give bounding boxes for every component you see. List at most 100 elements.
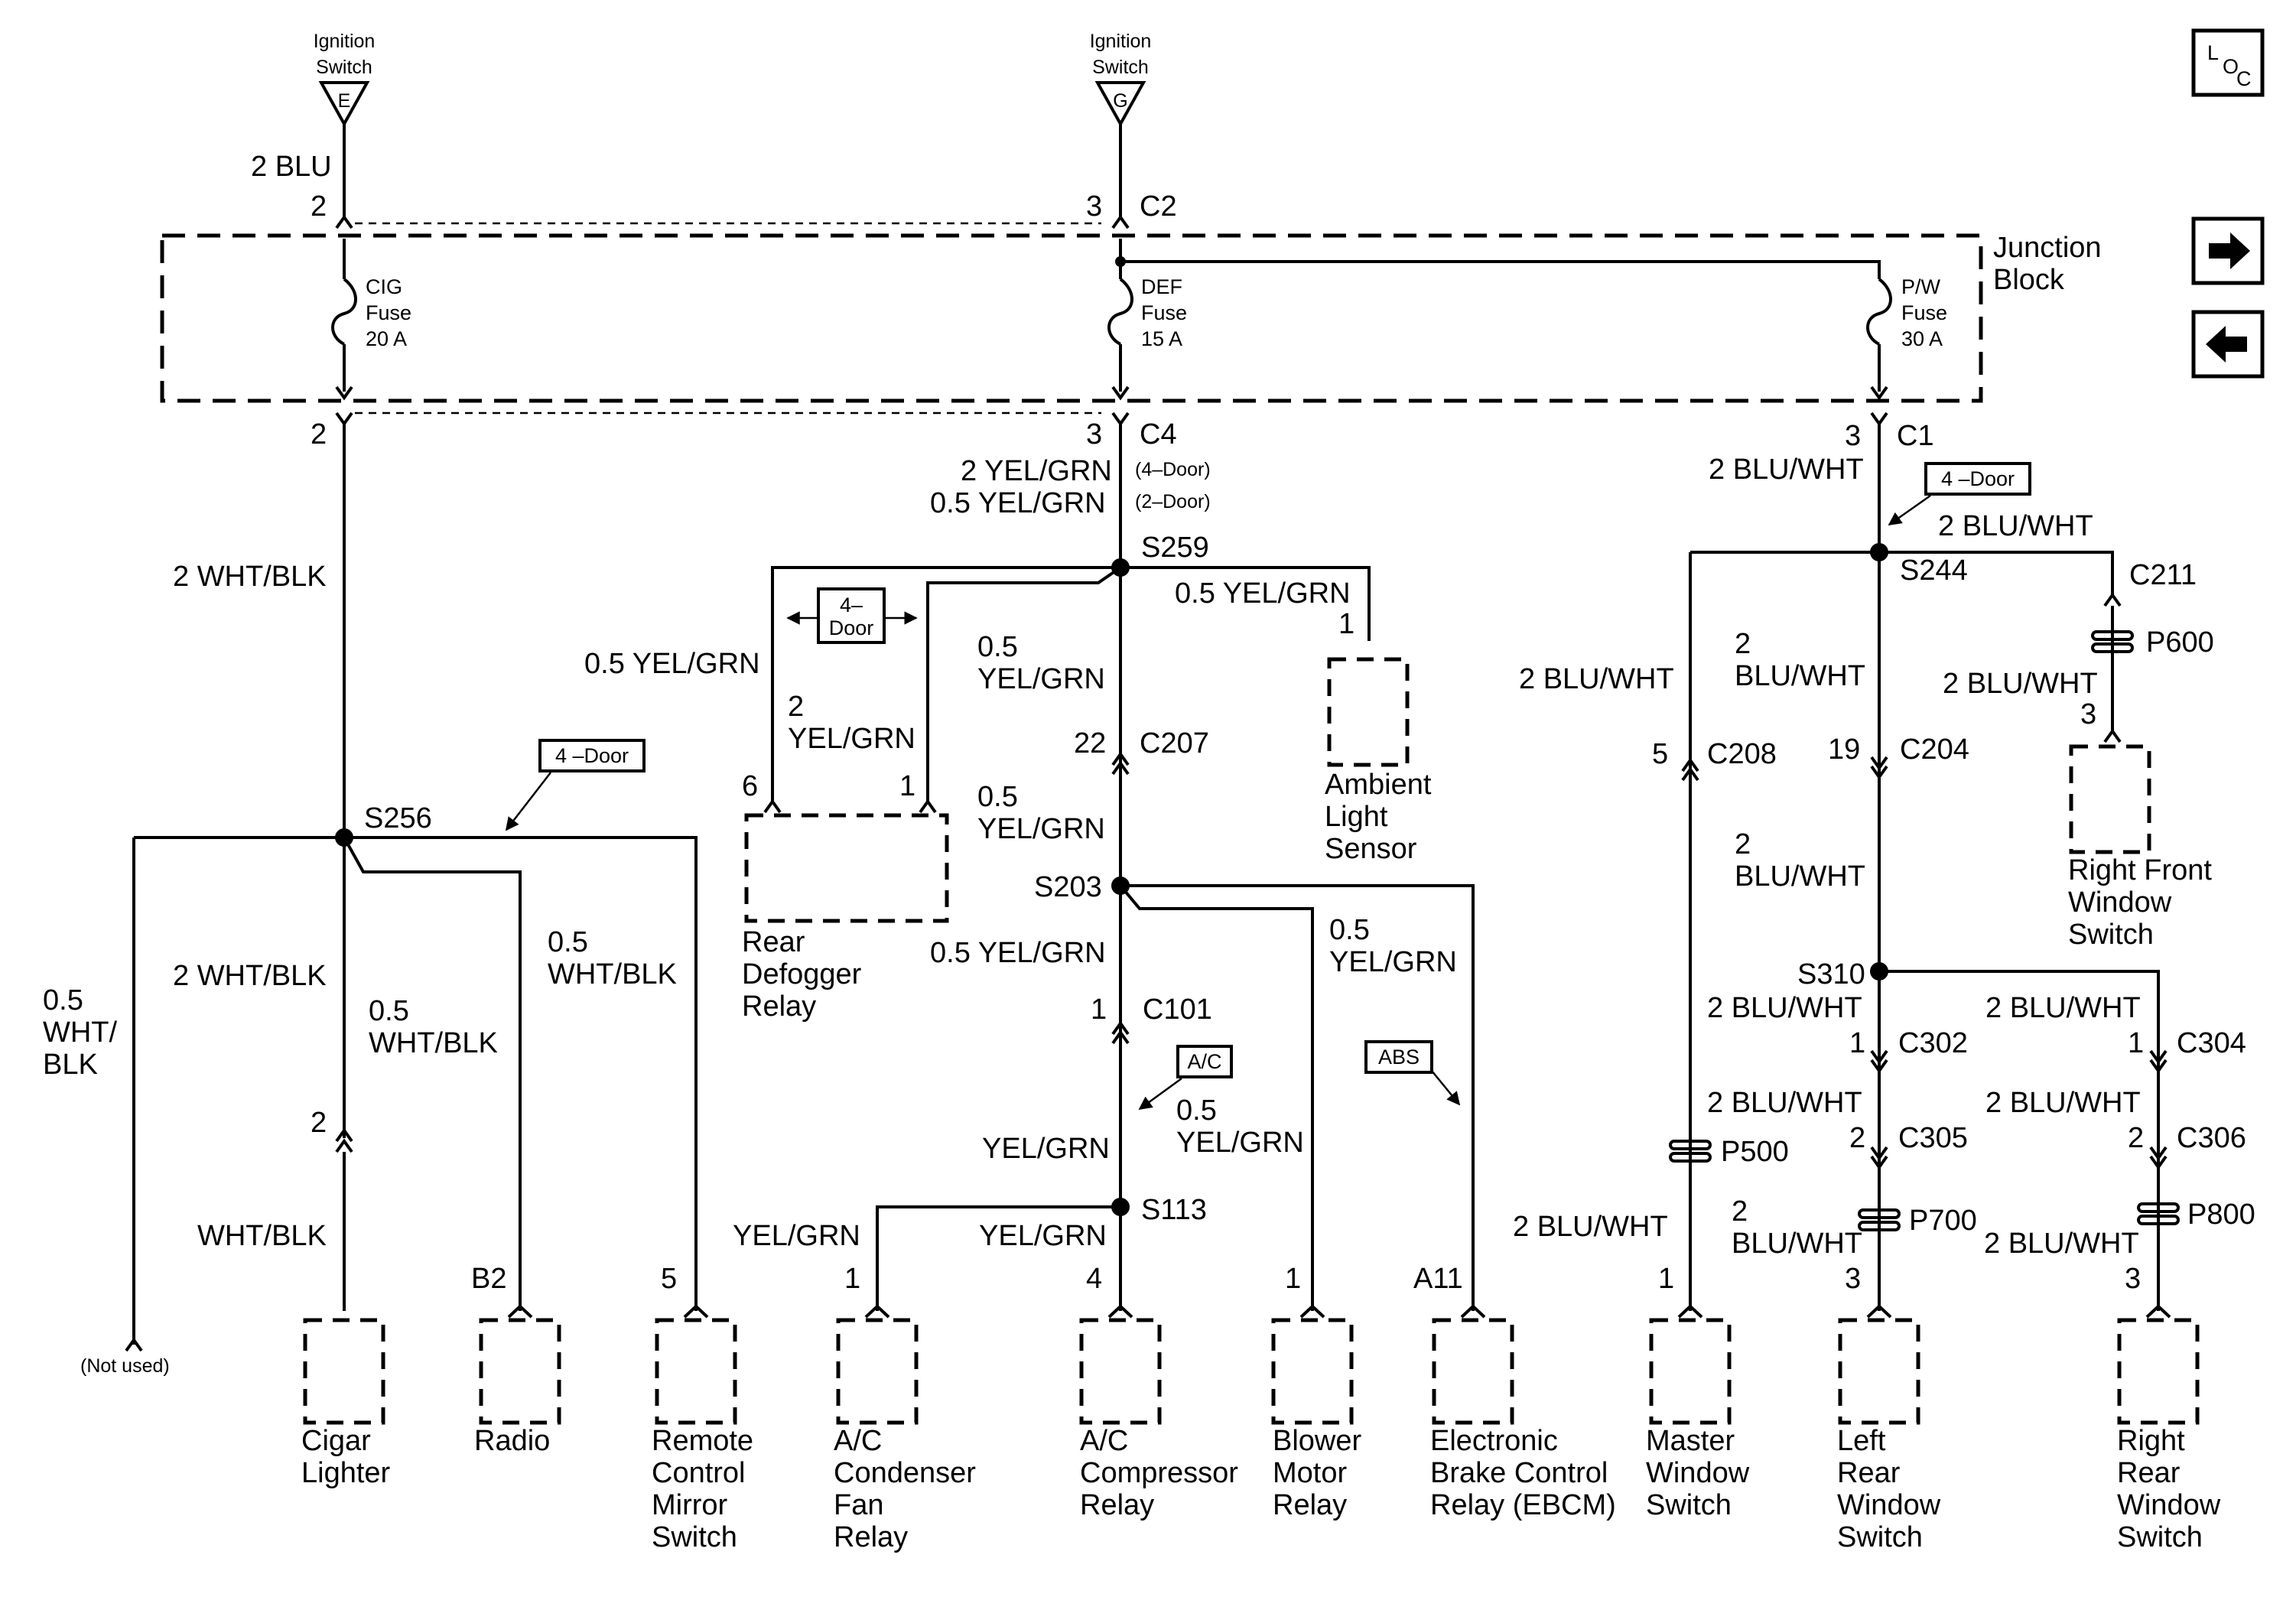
svg-text:3: 3 — [1845, 1263, 1861, 1295]
svg-text:1: 1 — [1338, 608, 1355, 640]
svg-text:Switch: Switch — [2068, 919, 2154, 951]
source-triangle-icon — [1094, 81, 1146, 128]
svg-text:5: 5 — [661, 1263, 677, 1295]
svg-text:Blower: Blower — [1273, 1425, 1361, 1457]
svg-text:1: 1 — [1658, 1263, 1674, 1295]
svg-text:C211: C211 — [2129, 559, 2197, 591]
svg-text:P500: P500 — [1721, 1136, 1789, 1168]
svg-text:P/W: P/W — [1901, 275, 1941, 298]
pin-label: 3 — [1086, 418, 1102, 450]
svg-text:5: 5 — [1652, 738, 1668, 770]
svg-text:G: G — [1113, 90, 1127, 112]
next-page-arrow-icon[interactable] — [2191, 216, 2265, 285]
connector-c4: C4 — [1140, 418, 1177, 450]
component-ac-compressor-relay: A/C Compressor Relay — [1079, 1318, 1238, 1521]
cig-fuse: CIG Fuse 20 A — [331, 275, 411, 392]
option-4door-tag: 4 –Door — [505, 739, 646, 831]
previous-page-arrow-icon[interactable] — [2191, 310, 2265, 379]
svg-text:2: 2 — [2128, 1122, 2144, 1154]
svg-text:0.5: 0.5 — [548, 926, 588, 958]
option-abs-tag: ABS — [1364, 1040, 1461, 1106]
svg-text:Electronic: Electronic — [1430, 1425, 1558, 1457]
connector-arrow-icon — [2103, 728, 2122, 743]
loc-letter-o: O — [2223, 55, 2239, 78]
svg-text:P700: P700 — [1909, 1205, 1977, 1237]
svg-text:2 BLU/WHT: 2 BLU/WHT — [1513, 1211, 1668, 1243]
svg-text:2: 2 — [1849, 1122, 1865, 1154]
svg-text:3: 3 — [2125, 1263, 2141, 1295]
connector-arrow-icon — [2149, 1146, 2168, 1161]
svg-text:Relay: Relay — [1273, 1489, 1347, 1521]
svg-text:YEL/GRN: YEL/GRN — [1329, 946, 1457, 978]
p600-connector — [2091, 630, 2134, 641]
svg-text:Mirror: Mirror — [652, 1489, 728, 1521]
connector-arrow-icon — [1111, 1020, 1130, 1036]
svg-text:YEL/GRN: YEL/GRN — [982, 1133, 1110, 1165]
svg-text:Junction: Junction — [1993, 232, 2102, 264]
fuse-icon — [1866, 278, 1892, 346]
svg-text:Lighter: Lighter — [301, 1457, 391, 1489]
svg-text:2 YEL/GRN: 2 YEL/GRN — [961, 455, 1112, 487]
svg-text:C101: C101 — [1143, 994, 1212, 1026]
connector-arrow-icon — [763, 798, 782, 814]
svg-text:Window: Window — [1646, 1457, 1750, 1489]
svg-text:Condenser: Condenser — [834, 1457, 976, 1489]
svg-text:E: E — [338, 90, 351, 112]
svg-text:P600: P600 — [2146, 626, 2214, 659]
svg-text:3: 3 — [2080, 698, 2096, 730]
svg-text:A/C: A/C — [834, 1425, 882, 1457]
svg-text:1: 1 — [2128, 1027, 2144, 1059]
svg-text:2 BLU/WHT: 2 BLU/WHT — [1519, 663, 1674, 695]
component-left-rear-window-switch: Left Rear Window Switch — [1837, 1318, 1941, 1553]
svg-text:0.5: 0.5 — [369, 995, 409, 1027]
svg-text:0.5: 0.5 — [43, 984, 83, 1016]
svg-text:2 BLU/WHT: 2 BLU/WHT — [1707, 992, 1862, 1024]
svg-text:Fuse: Fuse — [1141, 301, 1187, 324]
svg-text:22: 22 — [1074, 727, 1106, 759]
connector-arrow-icon — [1870, 756, 1888, 771]
svg-text:6: 6 — [742, 770, 758, 802]
svg-text:1: 1 — [1091, 994, 1107, 1026]
svg-text:BLU/WHT: BLU/WHT — [1735, 860, 1865, 893]
location-icon-button[interactable]: L O C — [2191, 28, 2265, 97]
svg-text:Ambient: Ambient — [1325, 769, 1432, 801]
svg-text:2 BLU/WHT: 2 BLU/WHT — [1938, 510, 2093, 542]
connector-arrow-icon — [1111, 751, 1130, 766]
svg-text:Fuse: Fuse — [366, 301, 411, 324]
svg-text:YEL/GRN: YEL/GRN — [979, 1220, 1107, 1252]
option-ac-tag: A/C — [1138, 1045, 1233, 1111]
svg-text:S259: S259 — [1141, 532, 1209, 564]
loc-letter-c: C — [2236, 67, 2252, 90]
svg-text:Right: Right — [2117, 1425, 2185, 1457]
svg-text:YEL/GRN: YEL/GRN — [788, 723, 915, 755]
svg-text:(2–Door): (2–Door) — [1135, 491, 1211, 512]
svg-text:BLK: BLK — [43, 1049, 98, 1081]
svg-text:0.5 YEL/GRN: 0.5 YEL/GRN — [1175, 577, 1351, 610]
svg-text:Relay (EBCM): Relay (EBCM) — [1430, 1489, 1616, 1521]
svg-text:S113: S113 — [1141, 1194, 1207, 1226]
component-connector-arrows — [507, 1304, 2171, 1319]
p500-connector — [1669, 1140, 1712, 1150]
svg-text:Switch: Switch — [1837, 1521, 1923, 1553]
ignition-switch-g: Ignition Switch G — [1090, 31, 1151, 128]
svg-text:1: 1 — [1285, 1263, 1301, 1295]
fuse-icon — [1107, 278, 1133, 346]
svg-text:BLU/WHT: BLU/WHT — [1735, 660, 1865, 692]
svg-text:(4–Door): (4–Door) — [1135, 459, 1211, 480]
svg-text:Master: Master — [1646, 1425, 1735, 1457]
svg-text:C305: C305 — [1898, 1122, 1968, 1154]
p800-connector — [2137, 1202, 2180, 1213]
svg-text:2: 2 — [1735, 828, 1751, 860]
svg-text:Ignition: Ignition — [314, 31, 376, 52]
svg-text:0.5: 0.5 — [1329, 914, 1370, 946]
connector-arrow-icon — [125, 1337, 143, 1352]
connector-arrow-icon — [335, 1127, 353, 1143]
pin-label: 2 — [311, 418, 327, 450]
svg-text:ABS: ABS — [1378, 1046, 1420, 1068]
connector-arrow-icon — [335, 214, 353, 229]
component-master-window-switch: Master Window Switch — [1646, 1318, 1750, 1521]
svg-text:C204: C204 — [1900, 733, 1969, 766]
svg-text:S310: S310 — [1797, 958, 1865, 990]
connector-arrow-icon — [1870, 1049, 1888, 1065]
svg-text:4: 4 — [1086, 1263, 1102, 1295]
